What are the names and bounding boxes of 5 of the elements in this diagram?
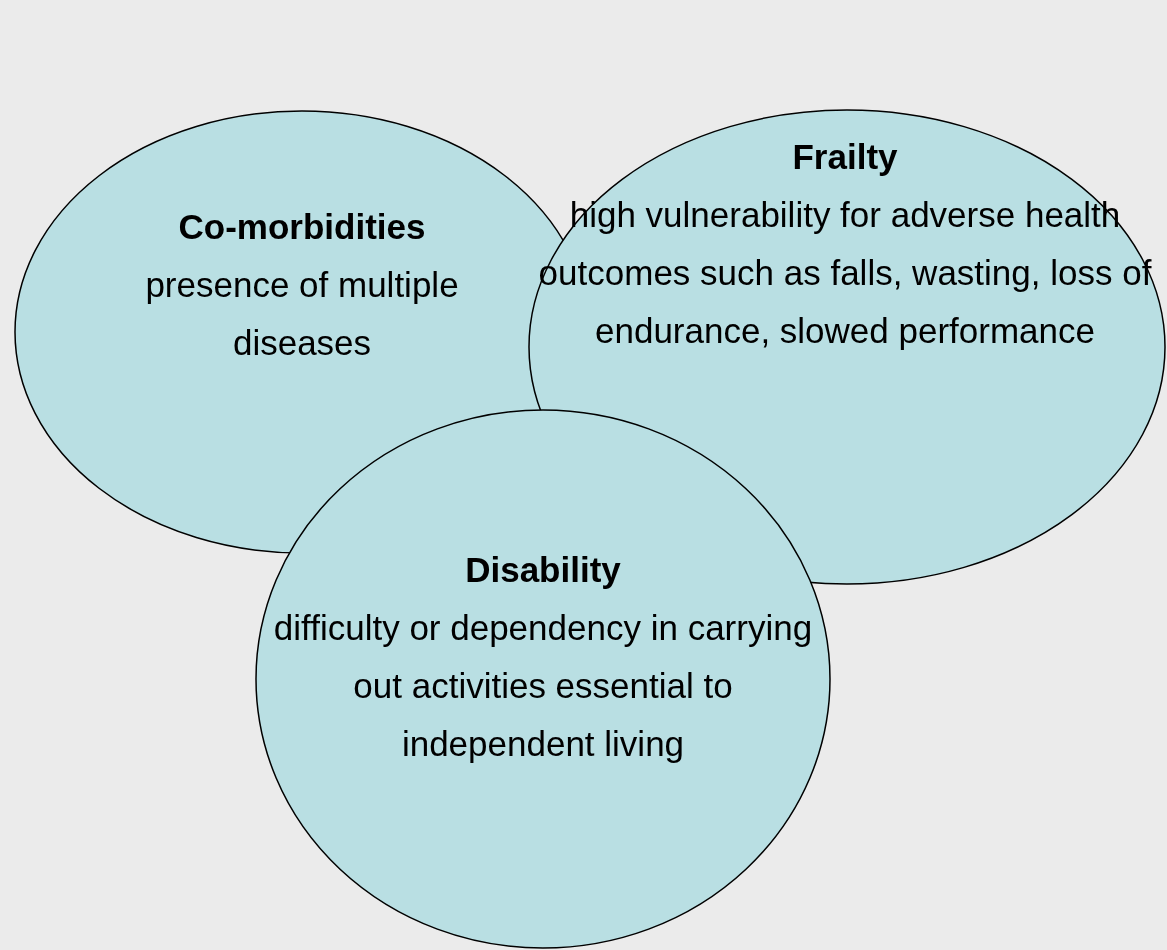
circle-description: presence of multiple diseases xyxy=(144,264,460,364)
circle-heading: Co-morbidities xyxy=(178,206,426,248)
circle-description: difficulty or dependency in carrying out activities essential to independent living xyxy=(272,607,814,765)
circle-heading: Disability xyxy=(465,549,621,591)
circle-heading: Frailty xyxy=(792,136,898,178)
